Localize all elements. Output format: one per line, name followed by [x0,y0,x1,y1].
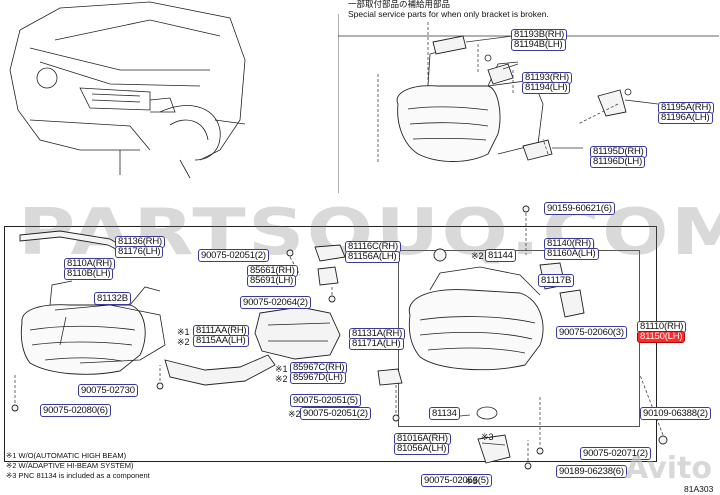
label-81117b[interactable]: 81117B [538,274,575,287]
label-90109[interactable]: 90109-06388(2) [640,407,711,420]
label-81194b[interactable]: 81194B(LH) [511,39,566,51]
label-81144[interactable]: 81144 [485,249,516,262]
mark-1b: ※1 [275,364,288,374]
label-90159[interactable]: 90159-60621(6) [544,202,615,215]
service-parts-frame [338,14,719,193]
label-90075-02730[interactable]: 90075-02730 [78,384,138,397]
label-81194[interactable]: 81194(LH) [522,82,571,94]
service-parts-note: 一部取付部品の補給用部品 [348,0,450,10]
label-81150-highlighted[interactable]: 81150(LH) [637,331,686,343]
footnote-3: ※3 PNC 81134 is included as a component [6,471,150,480]
mark-2d: ※2 [288,409,301,419]
main-assembly-frame [4,226,657,462]
service-parts-note-en: Special service parts for when only brac… [348,9,549,19]
label-81171a[interactable]: 81171A(LH) [349,338,404,350]
label-90075-02051b[interactable]: 90075-02051(5) [290,394,361,407]
label-90075-02056[interactable]: 90075-02056(5) [421,474,492,487]
footnote-2: ※2 W/ADAPTIVE HI-BEAM SYSTEM) [6,461,134,470]
label-90075-02060[interactable]: 90075-02060(3) [556,326,627,339]
vehicle-front-illustration [9,1,246,179]
label-81156a[interactable]: 81156A(LH) [345,251,400,263]
label-90075-02051a[interactable]: 90075-02051(2) [198,249,269,262]
mark-2c: ※2 [275,374,288,384]
label-81056a[interactable]: 81056A(LH) [394,443,450,455]
label-81134[interactable]: 81134 [429,407,460,420]
mark-3b: ※3 [465,476,478,486]
label-81160a[interactable]: 81160A(LH) [544,248,599,260]
label-81176[interactable]: 81176(LH) [115,246,164,258]
mark-3a: ※3 [481,432,494,442]
label-90075-02051c[interactable]: 90075-02051(2) [300,407,371,420]
diagram-code: 81A303 [684,484,714,494]
label-81110b[interactable]: 8110B(LH) [64,268,114,280]
service-parts-note-jp: 一部取付部品の補給用部品 [348,0,451,9]
avito-logo: Avito [625,451,712,486]
mark-2a: ※2 [471,251,484,261]
label-90075-02071[interactable]: 90075-02071(2) [580,447,651,460]
label-81132b[interactable]: 81132B [94,292,131,305]
label-90075-02080[interactable]: 90075-02080(6) [40,404,111,417]
label-85967d[interactable]: 85967D(LH) [290,372,346,384]
headlamp-parts-illustration [11,205,668,470]
label-85691[interactable]: 85691(LH) [247,275,297,287]
label-8115aa[interactable]: 8115AA(LH) [193,335,249,347]
mark-2b: ※2 [177,337,190,347]
label-90189[interactable]: 90189-06238(6) [556,465,627,478]
mark-1a: ※1 [177,327,190,337]
footnote-1: ※1 W/O(AUTOMATIC HIGH BEAM) [6,451,127,460]
label-81196a[interactable]: 81196A(LH) [658,112,713,124]
label-81116c[interactable]: 81116C(RH) [345,241,401,253]
label-81196d[interactable]: 81196D(LH) [590,156,646,168]
label-90075-02064[interactable]: 90075-02064(2) [240,296,311,309]
